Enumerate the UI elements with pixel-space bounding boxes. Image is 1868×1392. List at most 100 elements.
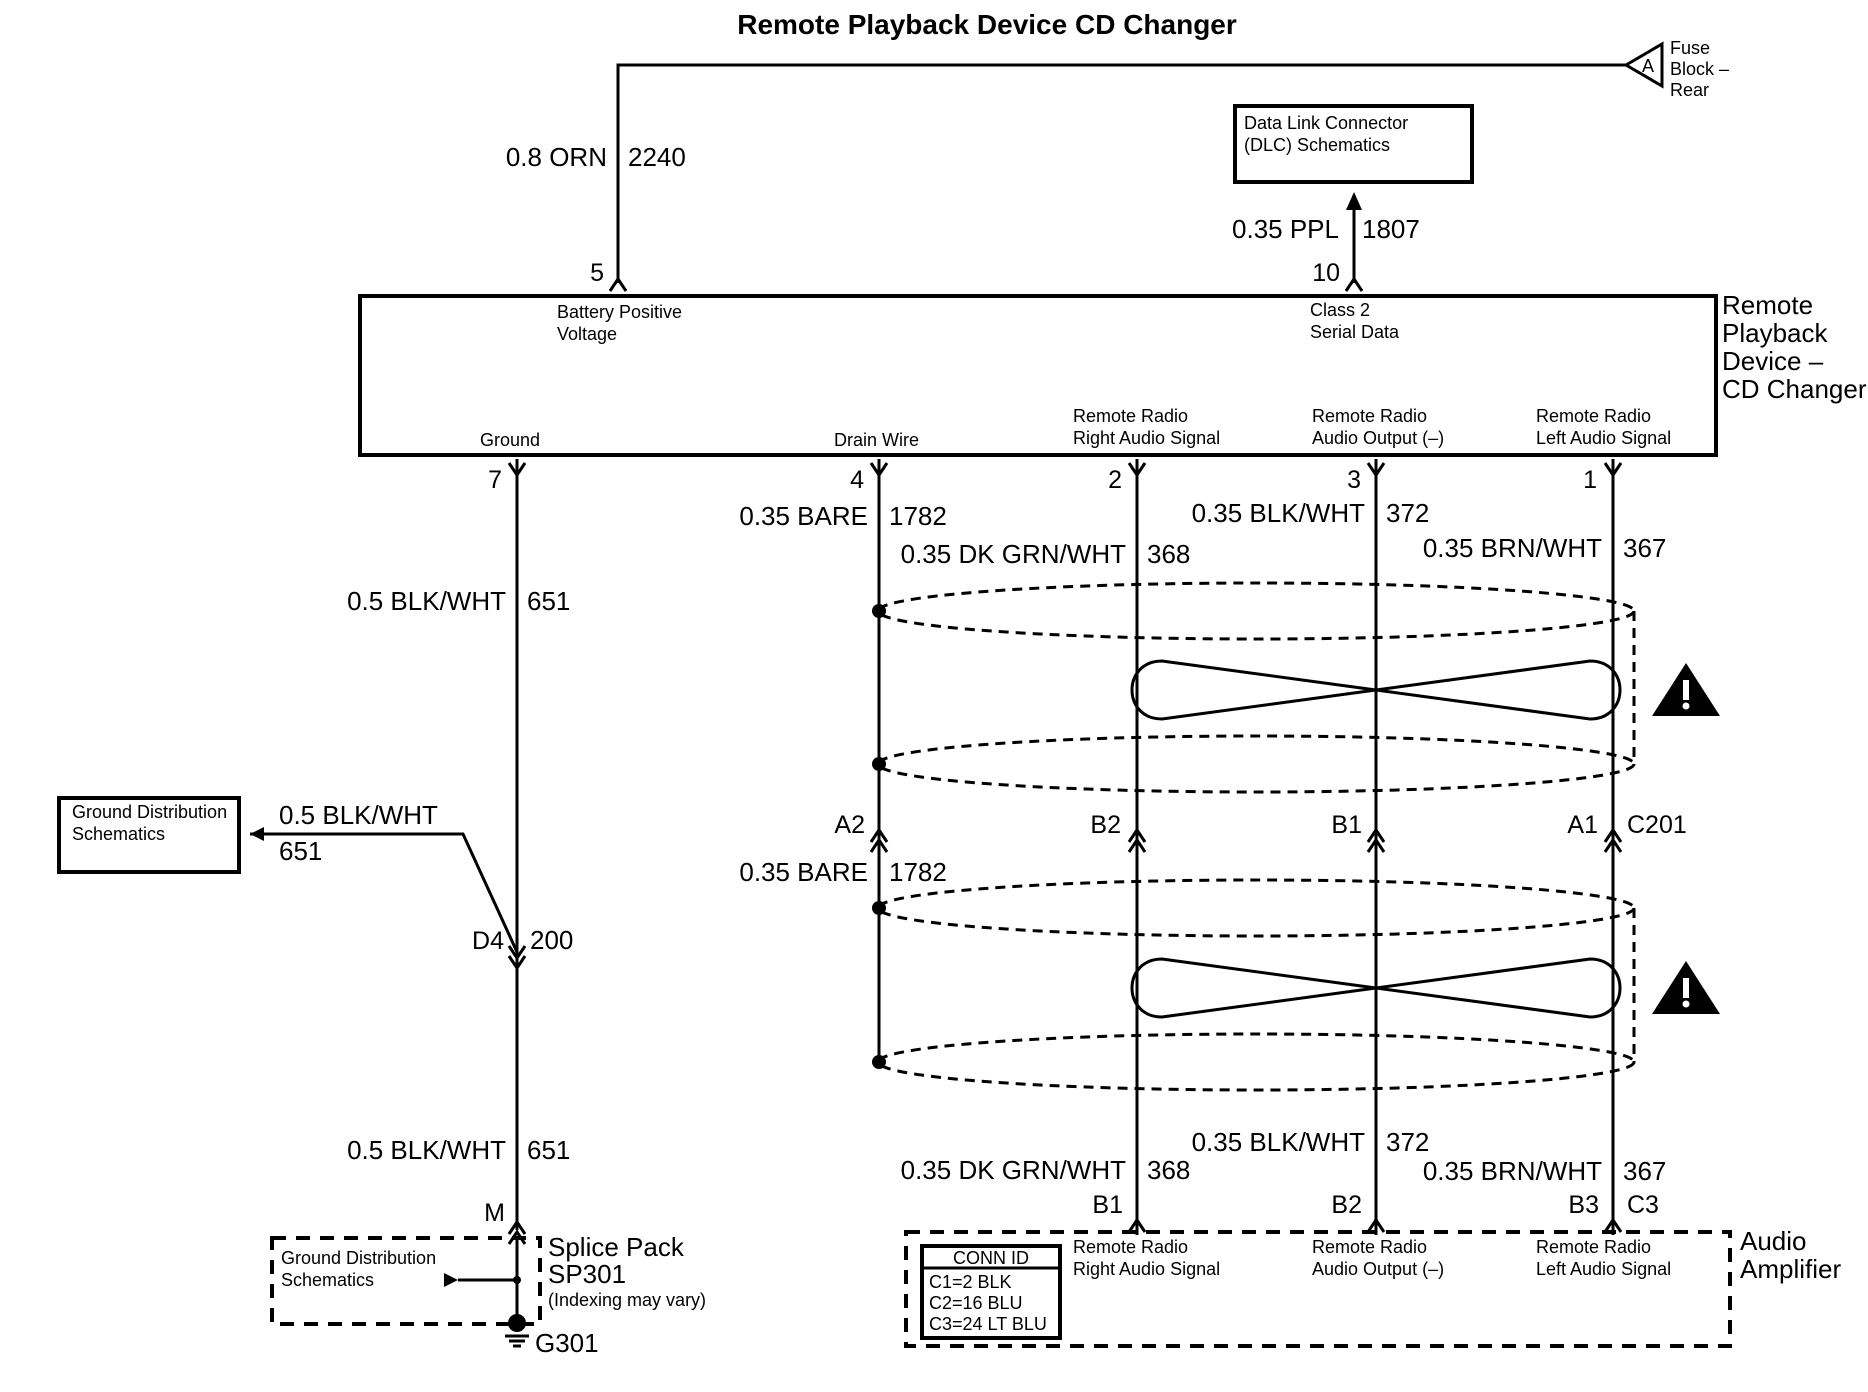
- warning-icon: [1652, 663, 1720, 716]
- right-lower-gauge: 0.35 DK GRN/WHT: [901, 1155, 1126, 1185]
- left-upper-gauge: 0.35 BRN/WHT: [1423, 533, 1602, 563]
- conn-id-row: C3=24 LT BLU: [929, 1314, 1047, 1334]
- ground-dist-wire-gauge: 0.5 BLK/WHT: [279, 800, 438, 830]
- drain-lower-circuit: 1782: [889, 857, 947, 887]
- amp-left-label-line1: Remote Radio: [1536, 1237, 1651, 1257]
- component-name-line4: CD Changer: [1722, 374, 1867, 404]
- right-audio-terminal-label-line2: Right Audio Signal: [1073, 428, 1220, 448]
- output-lower-circuit: 372: [1386, 1127, 1429, 1157]
- left-lower-circuit: 367: [1623, 1156, 1666, 1186]
- ground-symbol-icon: [505, 1314, 529, 1348]
- left-audio-terminal-label-line1: Remote Radio: [1536, 406, 1651, 426]
- dlc-label-line2: (DLC) Schematics: [1244, 135, 1390, 155]
- component-name-line3: Device –: [1722, 346, 1824, 376]
- left-audio-terminal-label-line2: Left Audio Signal: [1536, 428, 1671, 448]
- ground-lower-circuit: 651: [527, 1135, 570, 1165]
- upper-shield: [872, 581, 1636, 794]
- ground-distribution-box: [57, 796, 241, 874]
- amp-output-pin: B2: [1331, 1191, 1362, 1219]
- ground-distribution-wire: [250, 827, 519, 953]
- data-pin: 10: [1312, 259, 1340, 287]
- ground-dist-feed-wire: [444, 1273, 517, 1287]
- drain-lower-gauge: 0.35 BARE: [739, 857, 868, 887]
- amp-output-label-line1: Remote Radio: [1312, 1237, 1427, 1257]
- ground-dist-box-label-line2: Schematics: [281, 1270, 374, 1290]
- right-audio-terminal-label-line1: Remote Radio: [1073, 406, 1188, 426]
- drain-upper-gauge: 0.35 BARE: [739, 501, 868, 531]
- fuse-block-label-line1: Fuse: [1670, 38, 1710, 58]
- c201-left-pin: A1: [1567, 811, 1598, 839]
- battery-feed-wire: [608, 63, 1626, 292]
- output-lower-gauge: 0.35 BLK/WHT: [1192, 1127, 1366, 1157]
- conn-id-row: C2=16 BLU: [929, 1293, 1023, 1313]
- ground-dist-box-label-line1: Ground Distribution: [281, 1248, 436, 1268]
- dlc-schematics-box: [1233, 104, 1474, 184]
- splice-pin: M: [484, 1199, 505, 1227]
- audio-amplifier-box: [904, 1230, 1732, 1348]
- ground-wire: [507, 459, 527, 1230]
- serial-data-wire: [1344, 192, 1364, 292]
- ground-distribution-dashed-box: [270, 1236, 542, 1326]
- data-terminal-label-line1: Class 2: [1310, 300, 1370, 320]
- ground-lower-gauge: 0.5 BLK/WHT: [347, 1135, 506, 1165]
- component-name-line2: Playback: [1722, 318, 1828, 348]
- right-audio-pin: 2: [1108, 466, 1122, 494]
- splice-pack-label-line1: Splice Pack: [548, 1232, 685, 1262]
- ground-terminal-label: Ground: [480, 430, 540, 450]
- amp-left-pin: B3: [1568, 1191, 1599, 1219]
- drain-upper-circuit: 1782: [889, 501, 947, 531]
- c201-output-pin: B1: [1331, 811, 1362, 839]
- drain-pin: 4: [850, 466, 864, 494]
- audio-output-wire: [1366, 459, 1386, 1235]
- ground-pin: 7: [488, 466, 502, 494]
- left-lower-gauge: 0.35 BRN/WHT: [1423, 1156, 1602, 1186]
- right-upper-circuit: 368: [1147, 539, 1190, 569]
- amp-terminals: [1127, 1217, 1623, 1233]
- component-name-line1: Remote: [1722, 290, 1813, 320]
- left-audio-wire: [1603, 459, 1623, 1235]
- d4-circuit: 200: [530, 925, 573, 955]
- ground-id: G301: [535, 1328, 599, 1358]
- fuse-block-connector: A Fuse Block – Rear: [1623, 38, 1729, 100]
- fuse-block-label-line2: Block –: [1670, 59, 1729, 79]
- batt-pin: 5: [590, 259, 604, 287]
- right-upper-gauge: 0.35 DK GRN/WHT: [901, 539, 1126, 569]
- audio-output-terminal-label-line2: Audio Output (–): [1312, 428, 1444, 448]
- data-wire-circuit: 1807: [1362, 214, 1420, 244]
- audio-output-pin: 3: [1347, 466, 1361, 494]
- batt-terminal-label-line2: Voltage: [557, 324, 617, 344]
- splice-pack-label-line3: (Indexing may vary): [548, 1290, 706, 1310]
- left-audio-pin: 1: [1583, 466, 1597, 494]
- conn-id-header: CONN ID: [953, 1248, 1029, 1268]
- batt-terminal-label-line1: Battery Positive: [557, 302, 682, 322]
- batt-wire-gauge: 0.8 ORN: [506, 142, 607, 172]
- output-upper-circuit: 372: [1386, 498, 1429, 528]
- conn-id-table: [920, 1244, 1062, 1340]
- ground-upper-circuit: 651: [527, 586, 570, 616]
- amp-name-line1: Audio: [1740, 1226, 1807, 1256]
- fuse-block-label-line3: Rear: [1670, 80, 1709, 100]
- amp-connector-name: C3: [1627, 1191, 1659, 1219]
- batt-wire-circuit: 2240: [628, 142, 686, 172]
- data-terminal-label-line2: Serial Data: [1310, 322, 1400, 342]
- amp-output-label-line2: Audio Output (–): [1312, 1259, 1444, 1279]
- right-audio-wire: [1127, 459, 1147, 1235]
- amp-name-line2: Amplifier: [1740, 1254, 1841, 1284]
- audio-output-terminal-label-line1: Remote Radio: [1312, 406, 1427, 426]
- data-wire-gauge: 0.35 PPL: [1232, 214, 1339, 244]
- conn-id-row: C1=2 BLK: [929, 1272, 1012, 1292]
- ground-upper-gauge: 0.5 BLK/WHT: [347, 586, 506, 616]
- c201-drain-pin: A2: [834, 811, 865, 839]
- output-upper-gauge: 0.35 BLK/WHT: [1192, 498, 1366, 528]
- amp-right-label-line2: Right Audio Signal: [1073, 1259, 1220, 1279]
- d4-pin: D4: [472, 927, 504, 955]
- drain-terminal-label: Drain Wire: [834, 430, 919, 450]
- ground-distribution-label-line1: Ground Distribution: [72, 802, 227, 822]
- splice-pack-label-line2: SP301: [548, 1259, 626, 1289]
- amp-right-pin: B1: [1092, 1191, 1123, 1219]
- right-lower-circuit: 368: [1147, 1155, 1190, 1185]
- ground-dist-wire-circuit: 651: [279, 836, 322, 866]
- remote-playback-device-box: [358, 294, 1718, 457]
- amp-right-label-line1: Remote Radio: [1073, 1237, 1188, 1257]
